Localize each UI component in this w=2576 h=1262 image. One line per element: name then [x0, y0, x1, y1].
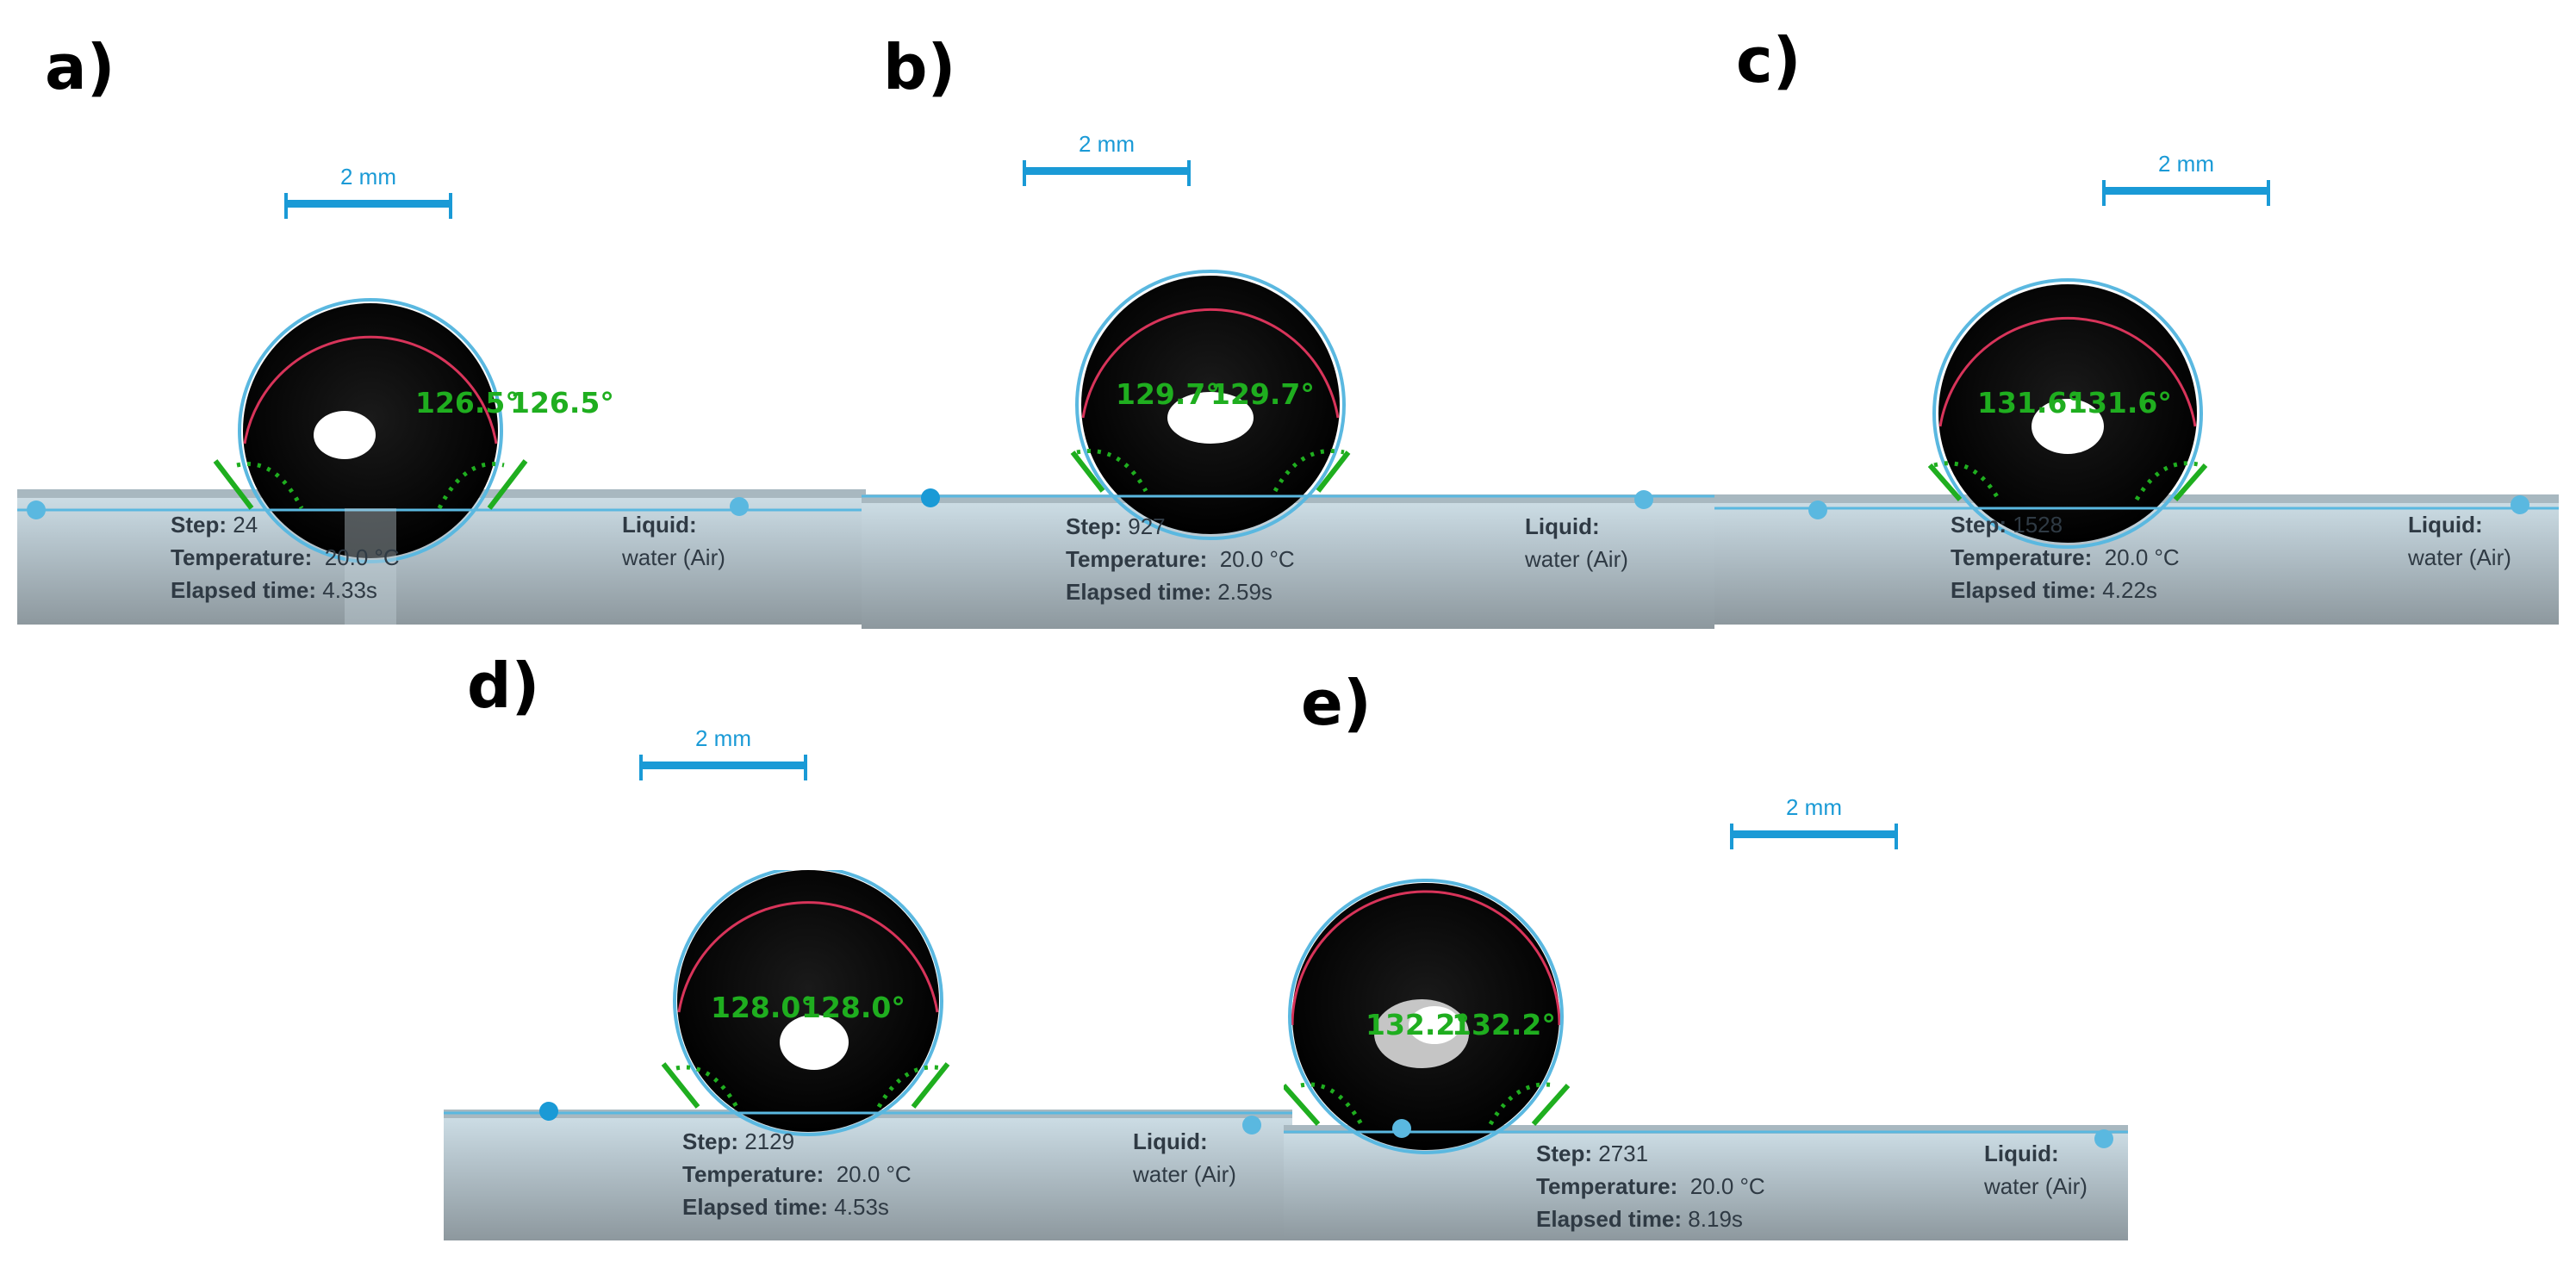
liquid-label: Liquid: — [1133, 1128, 1208, 1154]
panel-e-label: e) — [1301, 667, 1372, 739]
elapsed-time-value: 4.33s — [322, 577, 377, 603]
elapsed-time-label: Elapsed time: — [1951, 577, 2097, 603]
temperature-label: Temperature: — [682, 1161, 824, 1187]
liquid-value: water (Air) — [1984, 1173, 2088, 1199]
scale-bar-line — [1023, 160, 1191, 186]
contact-angle-right: 132.2° — [1452, 1008, 1556, 1041]
step-value: 927 — [1128, 513, 1166, 539]
step-label: Step: — [1951, 512, 2007, 538]
panel-c-info: Step: 1528 Temperature: 20.0 °C Elapsed … — [1951, 508, 2180, 606]
panel-d-liquid: Liquid: water (Air) — [1133, 1125, 1236, 1191]
contact-angle-right: 129.7° — [1210, 377, 1315, 411]
panel-b-droplet-image — [862, 270, 1714, 629]
contact-angle-right: 131.6° — [2068, 386, 2172, 420]
panel-e-liquid: Liquid: water (Air) — [1984, 1137, 2088, 1203]
elapsed-time-value: 2.59s — [1217, 579, 1272, 605]
temperature-value: 20.0 °C — [324, 544, 400, 570]
step-value: 2129 — [744, 1128, 795, 1154]
elapsed-time-value: 8.19s — [1688, 1206, 1743, 1232]
scale-bar-line — [2102, 180, 2270, 206]
panel-b-label: b) — [883, 31, 956, 103]
contact-angle-right: 126.5° — [510, 386, 614, 420]
step-label: Step: — [682, 1128, 738, 1154]
scale-bar-line — [1730, 824, 1898, 849]
panel-a-liquid: Liquid: water (Air) — [622, 508, 725, 574]
step-label: Step: — [171, 512, 227, 538]
liquid-label: Liquid: — [622, 512, 697, 538]
liquid-value: water (Air) — [622, 544, 725, 570]
panel-a: 126.5° 126.5° Step: 24 Temperature: 20.0… — [17, 258, 866, 625]
step-label: Step: — [1536, 1141, 1592, 1166]
temperature-label: Temperature: — [171, 544, 313, 570]
scale-bar-line — [639, 755, 807, 780]
panel-d-info: Step: 2129 Temperature: 20.0 °C Elapsed … — [682, 1125, 912, 1223]
elapsed-time-value: 4.53s — [834, 1194, 889, 1220]
contact-angle-left: 128.0° — [711, 991, 815, 1024]
panel-e-droplet-image — [1284, 879, 2128, 1240]
liquid-label: Liquid: — [1525, 513, 1600, 539]
panel-c-liquid: Liquid: water (Air) — [2408, 508, 2511, 574]
panel-c-label: c) — [1736, 24, 1801, 96]
scale-bar-label: 2 mm — [695, 725, 751, 751]
panel-a-droplet-image — [17, 298, 866, 625]
contact-angle-right: 128.0° — [801, 991, 905, 1024]
step-value: 1528 — [2013, 512, 2063, 538]
panel-a-info: Step: 24 Temperature: 20.0 °C Elapsed ti… — [171, 508, 400, 606]
panel-b: 129.7° 129.7° Step: 927 Temperature: 20.… — [862, 258, 1714, 629]
elapsed-time-label: Elapsed time: — [1536, 1206, 1683, 1232]
panel-b-info: Step: 927 Temperature: 20.0 °C Elapsed t… — [1066, 510, 1295, 608]
contact-angle-left: 126.5° — [415, 386, 520, 420]
liquid-value: water (Air) — [1133, 1161, 1236, 1187]
step-value: 24 — [233, 512, 258, 538]
temperature-value: 20.0 °C — [836, 1161, 912, 1187]
step-value: 2731 — [1598, 1141, 1649, 1166]
panel-d-droplet-image — [444, 870, 1292, 1240]
scale-bar-line — [284, 193, 452, 219]
elapsed-time-label: Elapsed time: — [1066, 579, 1212, 605]
scale-bar-label: 2 mm — [340, 164, 396, 190]
panel-b-liquid: Liquid: water (Air) — [1525, 510, 1628, 575]
liquid-value: water (Air) — [2408, 544, 2511, 570]
panel-d: 128.0° 128.0° Step: 2129 Temperature: 20… — [444, 870, 1292, 1240]
temperature-label: Temperature: — [1951, 544, 2093, 570]
contact-angle-left: 129.7° — [1116, 377, 1220, 411]
elapsed-time-label: Elapsed time: — [682, 1194, 829, 1220]
panel-e: 132.2° 132.2° Step: 2731 Temperature: 20… — [1284, 879, 2128, 1240]
elapsed-time-value: 4.22s — [2102, 577, 2157, 603]
temperature-value: 20.0 °C — [1689, 1173, 1765, 1199]
elapsed-time-label: Elapsed time: — [171, 577, 317, 603]
temperature-label: Temperature: — [1066, 546, 1208, 572]
step-label: Step: — [1066, 513, 1122, 539]
temperature-value: 20.0 °C — [2104, 544, 2180, 570]
scale-bar-label: 2 mm — [1786, 794, 1842, 820]
panel-e-info: Step: 2731 Temperature: 20.0 °C Elapsed … — [1536, 1137, 1765, 1235]
scale-bar-label: 2 mm — [2158, 151, 2214, 177]
panel-a-label: a) — [45, 31, 115, 103]
liquid-value: water (Air) — [1525, 546, 1628, 572]
panel-d-label: d) — [467, 650, 540, 722]
temperature-label: Temperature: — [1536, 1173, 1678, 1199]
contact-angle-left: 131.6° — [1977, 386, 2081, 420]
panel-c-droplet-image — [1714, 278, 2559, 625]
contact-angle-left: 132.2° — [1366, 1008, 1470, 1041]
temperature-value: 20.0 °C — [1219, 546, 1295, 572]
liquid-label: Liquid: — [1984, 1141, 2059, 1166]
panel-c: 131.6° 131.6° Step: 1528 Temperature: 20… — [1714, 258, 2559, 625]
scale-bar-label: 2 mm — [1079, 131, 1135, 157]
liquid-label: Liquid: — [2408, 512, 2483, 538]
